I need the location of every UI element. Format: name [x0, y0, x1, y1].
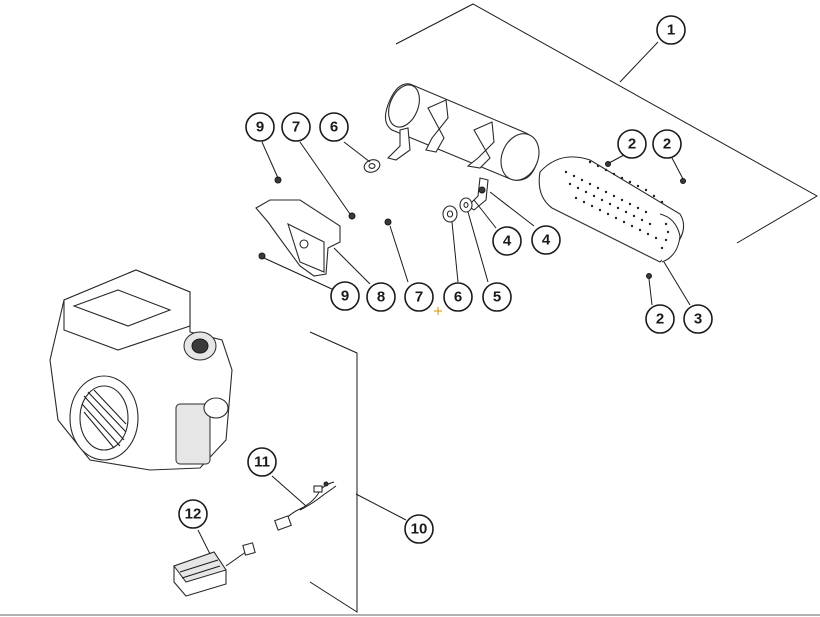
svg-text:11: 11 — [254, 454, 270, 471]
callout-4-left: 4 — [492, 226, 522, 256]
svg-text:1: 1 — [667, 22, 675, 39]
svg-text:3: 3 — [694, 311, 702, 328]
svg-text:10: 10 — [411, 521, 428, 538]
muffler-bracket — [255, 176, 392, 277]
callout-2-bottom: 2 — [645, 304, 675, 334]
shield-screw-bottom — [646, 273, 652, 279]
svg-text:2: 2 — [628, 136, 636, 153]
flange — [459, 197, 473, 213]
callout-5: 5 — [482, 282, 512, 312]
callout-2-top-right: 2 — [652, 129, 682, 159]
fan-grille — [81, 389, 127, 449]
callout-11: 11 — [247, 447, 277, 477]
callout-6-lower: 6 — [443, 282, 473, 312]
callout-8: 8 — [366, 282, 396, 312]
svg-text:5: 5 — [493, 289, 501, 306]
callout-6-upper: 6 — [319, 112, 349, 142]
svg-text:7: 7 — [415, 289, 423, 306]
svg-text:9: 9 — [256, 119, 264, 136]
callout-10: 10 — [404, 514, 434, 544]
shield-screw-top-right — [680, 178, 686, 184]
svg-text:12: 12 — [185, 506, 202, 523]
svg-text:8: 8 — [377, 289, 385, 306]
svg-text:6: 6 — [330, 119, 338, 136]
callout-7-upper: 7 — [281, 112, 311, 142]
callout-3: 3 — [683, 304, 713, 334]
heat-shield-perforations — [564, 160, 670, 250]
group-bracket-exhaust — [395, 3, 819, 244]
cursor-marker — [434, 307, 442, 315]
gasket-upper — [363, 159, 381, 173]
callout-4-right: 4 — [531, 225, 561, 255]
svg-text:4: 4 — [503, 233, 512, 250]
callout-9-lower: 9 — [330, 281, 360, 311]
voltage-regulator — [173, 542, 256, 597]
svg-text:9: 9 — [341, 288, 349, 305]
callout-9-upper: 9 — [245, 112, 275, 142]
heat-shield — [538, 156, 685, 263]
muffler — [384, 83, 540, 211]
callout-12: 12 — [178, 499, 208, 529]
group-bracket-electrical — [309, 331, 358, 613]
callout-2-top-left: 2 — [617, 129, 647, 159]
wire-harness — [274, 481, 337, 531]
callout-7-lower: 7 — [404, 282, 434, 312]
svg-text:6: 6 — [454, 289, 462, 306]
svg-text:4: 4 — [542, 232, 551, 249]
leader-lines — [197, 41, 691, 555]
callout-1: 1 — [656, 15, 686, 45]
gasket-lower — [442, 205, 458, 223]
svg-text:7: 7 — [292, 119, 300, 136]
svg-text:2: 2 — [656, 311, 664, 328]
svg-text:2: 2 — [663, 136, 671, 153]
engine — [49, 269, 233, 471]
